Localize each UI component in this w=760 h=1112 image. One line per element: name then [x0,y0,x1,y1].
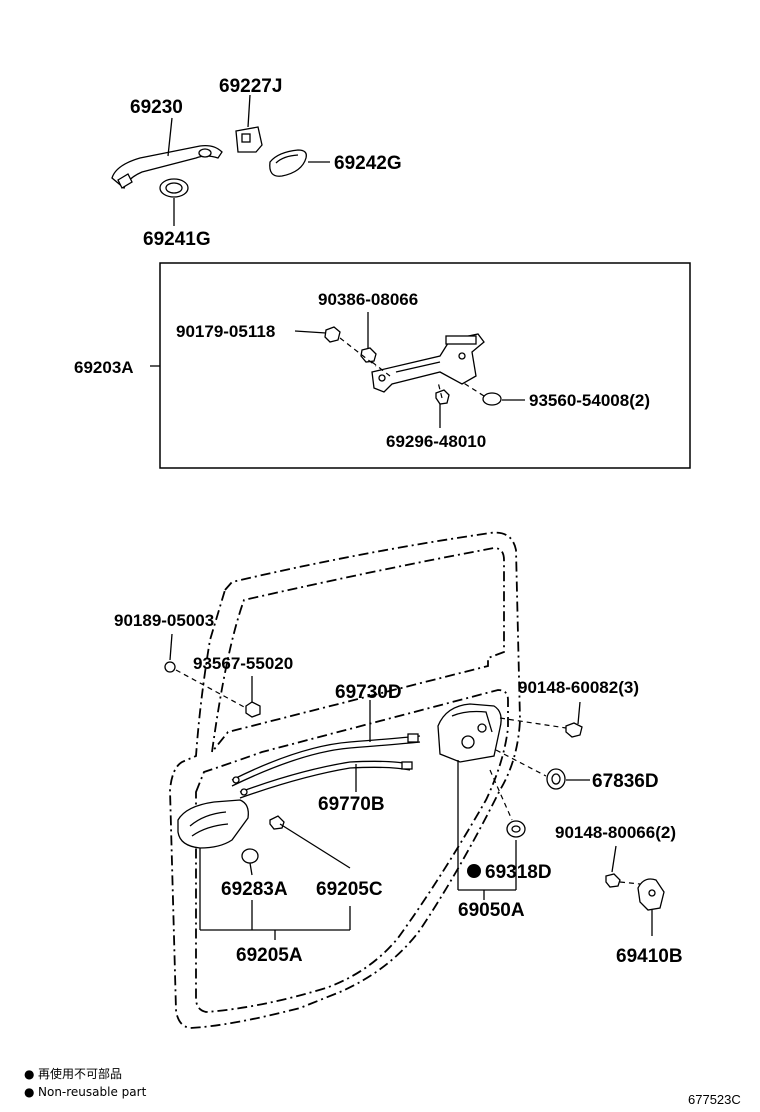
label-69203a: 69203A [74,358,134,377]
lower-components: 90189-05003 93567-55020 69730D 90148-600… [114,611,683,967]
label-69227j: 69227J [219,76,282,97]
screw-69205c [269,815,285,830]
label-90148-80066: 90148-80066(2) [555,823,676,842]
legend-english: Non-reusable part [38,1085,147,1099]
label-69318d: 69318D [485,862,552,883]
label-90189: 90189-05003 [114,611,214,630]
label-69296: 69296-48010 [386,432,486,451]
screw-93567 [245,701,261,718]
cap-69318d [506,820,526,838]
bolt-93560 [482,392,502,406]
label-69283a: 69283A [221,879,288,900]
legend-japanese: 再使用不可部品 [38,1066,122,1081]
cap-69283a [241,848,259,864]
label-69410b: 69410B [616,946,683,967]
label-90148-60082: 90148-60082(3) [518,678,639,697]
label-69770b: 69770B [318,794,385,815]
label-90386: 90386-08066 [318,290,418,309]
label-93560: 93560-54008(2) [529,391,650,410]
cable-69770b [239,760,411,793]
cable-69730d [231,735,421,781]
screw-90148-80066 [605,873,621,888]
legend-bullet-2: ● [24,1085,34,1099]
label-69730d: 69730D [335,682,402,703]
handle-pad-front-part [159,178,189,198]
label-69230: 69230 [130,97,183,118]
label-90179: 90179-05118 [176,322,275,341]
clip-90189 [164,661,176,673]
outside-handle-group: 69230 69227J 69242G 69241G [111,76,402,250]
inside-handle-69205a [177,799,249,849]
label-69205c: 69205C [316,879,383,900]
outside-handle-part [111,144,223,190]
door-lock-69050a [437,703,502,763]
diagram-code: 677523C [688,1092,741,1107]
non-reusable-marker [467,864,481,878]
grommet-67836d [546,768,566,790]
handle-pad-rear-part [269,149,307,177]
legend-bullet-1: ● [24,1067,34,1081]
screw-69296 [435,389,450,405]
label-67836d: 67836D [592,771,659,792]
legend: ● 再使用不可部品 ● Non-reusable part [24,1066,147,1099]
label-93567: 93567-55020 [193,654,293,673]
screw-90148-60082 [565,722,583,738]
screw-90386 [360,347,377,363]
frame-assembly-box: 69203A 90386-08066 90179-05118 93560-540… [74,262,691,469]
label-69205a: 69205A [236,945,303,966]
label-69050a: 69050A [458,900,525,921]
door-outline [169,531,521,1029]
label-69242g: 69242G [334,153,402,174]
nut-90179 [324,326,341,343]
label-69241g: 69241G [143,229,211,250]
